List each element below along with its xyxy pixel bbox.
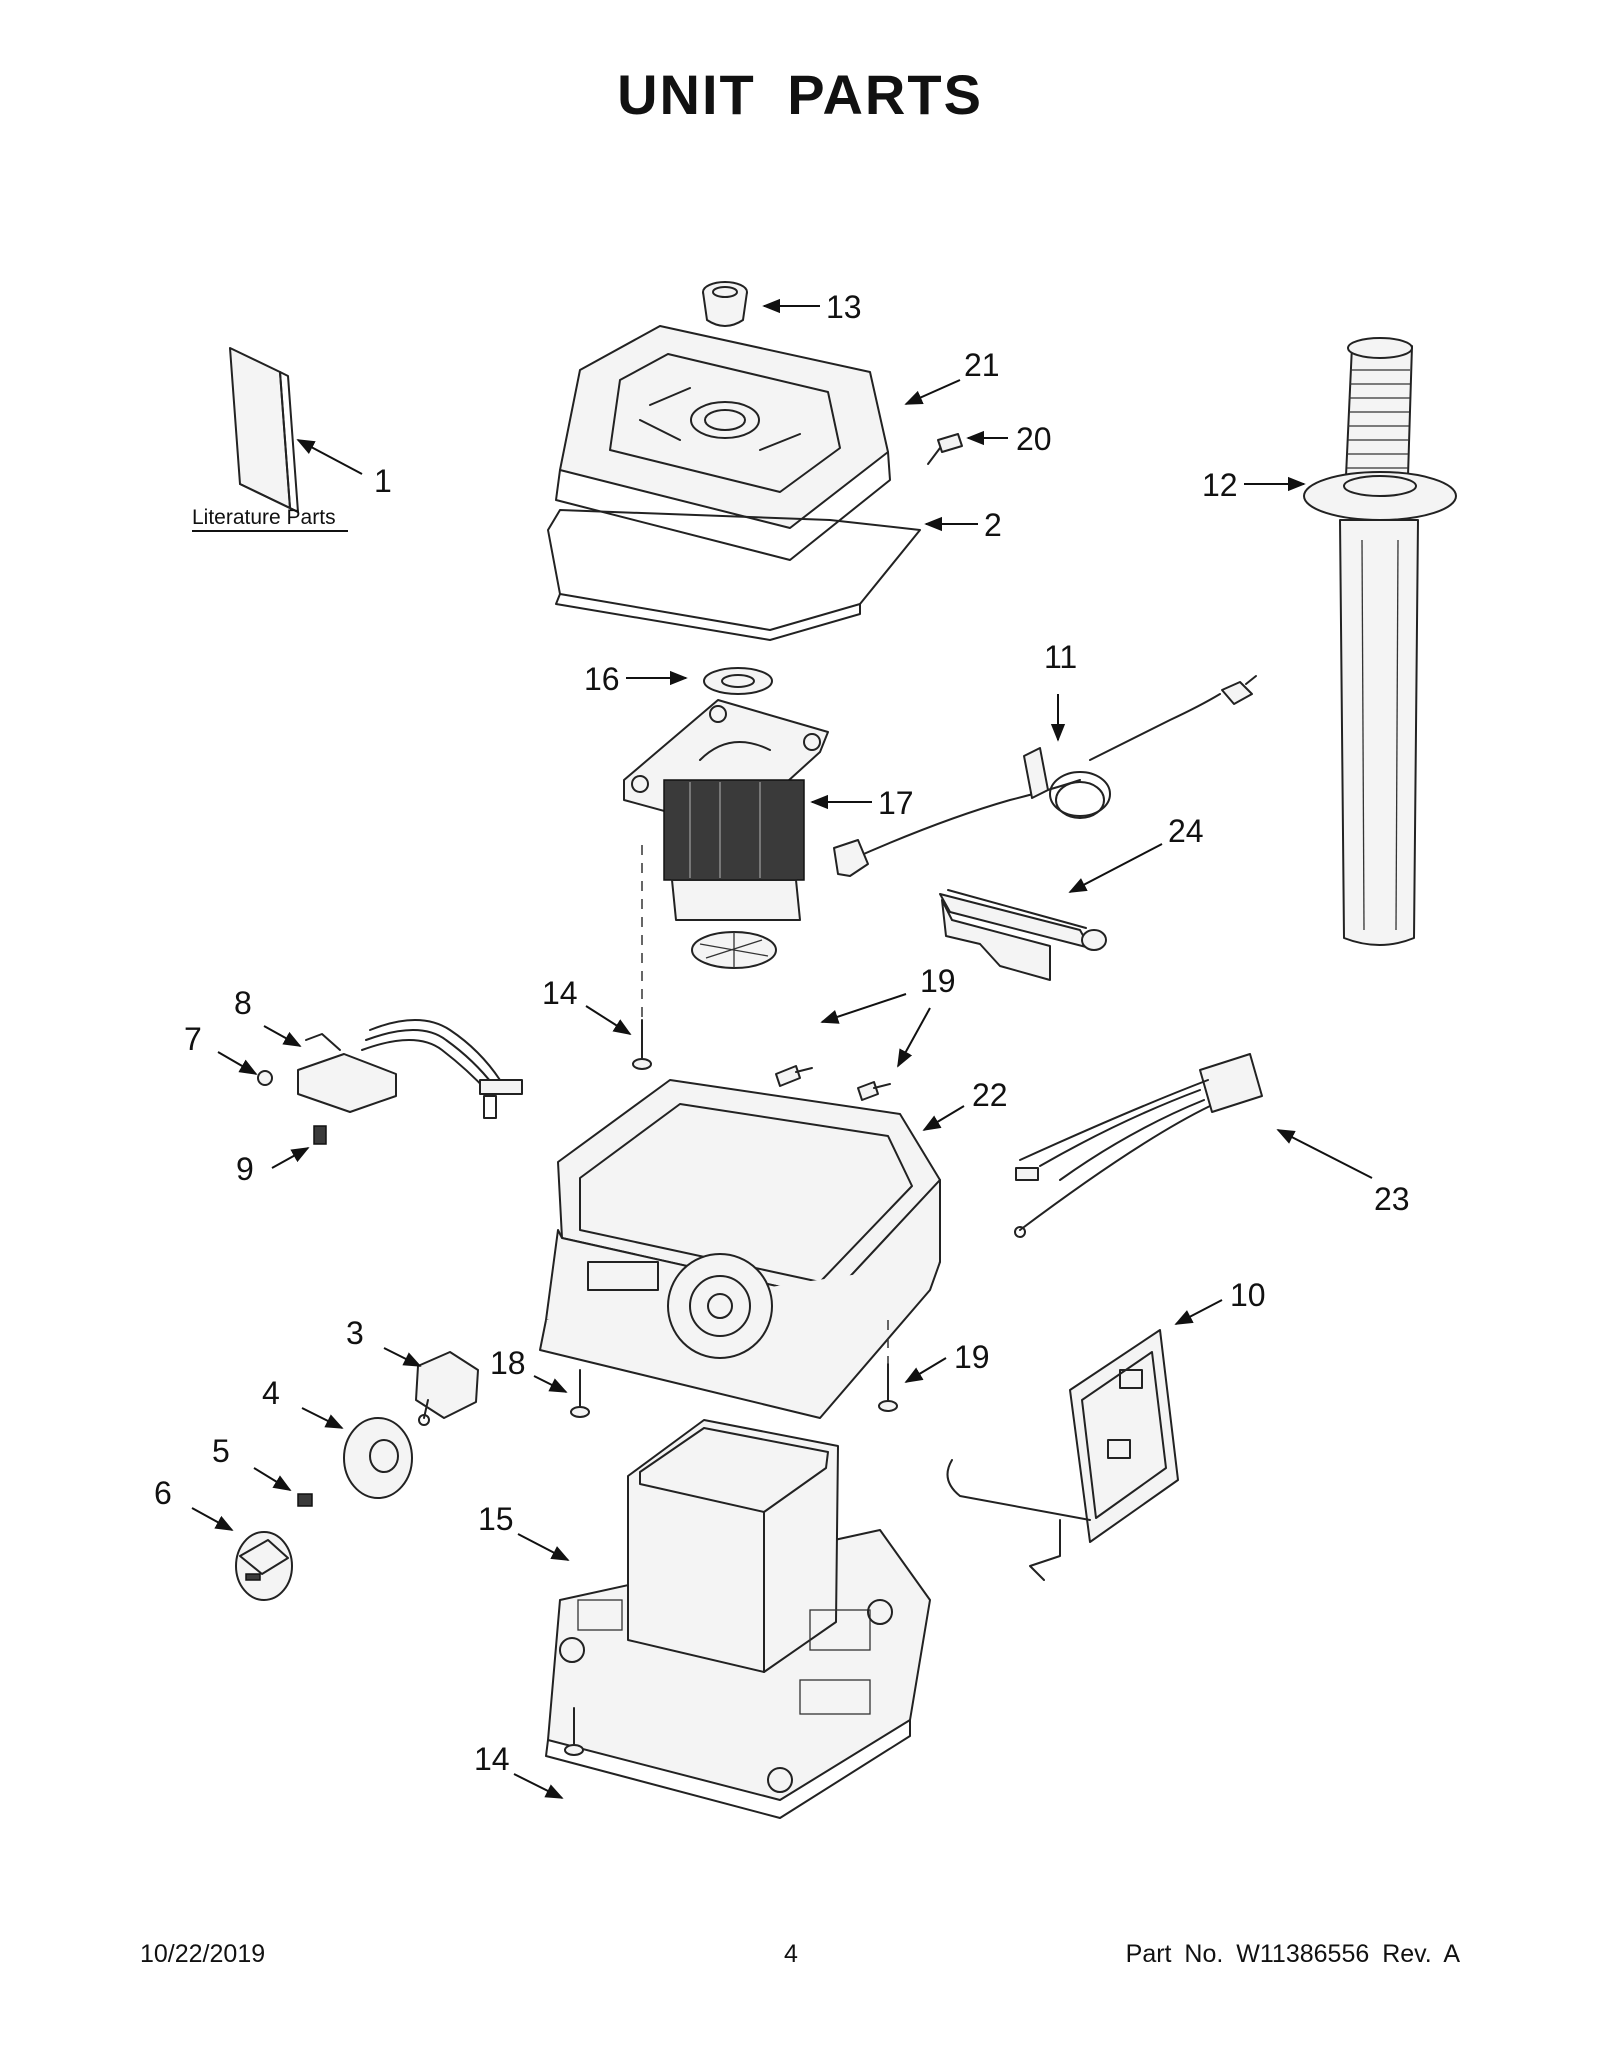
- part-7-nut: [257, 1070, 273, 1086]
- callout-22: 22: [972, 1077, 1008, 1113]
- callout-3: 3: [346, 1315, 364, 1351]
- callout-13: 13: [826, 289, 862, 325]
- footer-page-number: 4: [784, 1940, 798, 1968]
- callout-15: 15: [478, 1501, 514, 1537]
- callout-16: 16: [584, 661, 620, 697]
- callout-2: 2: [984, 507, 1002, 543]
- part-12-tamper: [1303, 337, 1457, 946]
- part-17-motor: [623, 699, 829, 969]
- callout-11: 11: [1044, 639, 1077, 675]
- part-19-screws-upper: [775, 1065, 891, 1101]
- part-8-switch-harness: [297, 1019, 523, 1119]
- part-14-screw-lower: [564, 1707, 584, 1756]
- part-2-gasket: [547, 509, 921, 641]
- part-14-screw-upper: [632, 1019, 652, 1070]
- part-15-base-plate: [545, 1419, 931, 1819]
- callout-6: 6: [154, 1475, 172, 1511]
- part-10-control-board: [946, 1329, 1179, 1581]
- callout-17: 17: [878, 785, 914, 821]
- part-13-coupler: [702, 281, 748, 327]
- callout-23: 23: [1374, 1181, 1410, 1217]
- callout-18: 18: [490, 1345, 526, 1381]
- callout-9: 9: [236, 1151, 254, 1187]
- part-23-wire-harness: [1014, 1053, 1263, 1238]
- callout-21: 21: [964, 347, 1000, 383]
- part-20-screw: [927, 433, 963, 465]
- footer-part-number: Part No. W11386556 Rev. A: [1125, 1940, 1460, 1968]
- callout-14b: 14: [474, 1741, 510, 1777]
- page-title: UNIT PARTS: [617, 63, 983, 126]
- part-6-knob: [235, 1531, 293, 1601]
- part-22-base-housing: [539, 1079, 941, 1419]
- part-18-screw: [570, 1369, 590, 1418]
- callout-12: 12: [1202, 467, 1238, 503]
- callout-7: 7: [184, 1021, 202, 1057]
- callout-1: 1: [374, 463, 392, 499]
- callout-24: 24: [1168, 813, 1204, 849]
- callout-19a: 19: [920, 963, 956, 999]
- part-21-top-housing: [555, 325, 891, 561]
- part-9-screw: [313, 1125, 327, 1145]
- part-3-potentiometer: [415, 1351, 479, 1426]
- part-5-screw: [297, 1493, 313, 1507]
- callout-14a: 14: [542, 975, 578, 1011]
- callout-20: 20: [1016, 421, 1052, 457]
- leader-arrows: [191, 298, 1373, 1799]
- callout-4: 4: [262, 1375, 280, 1411]
- part-11-power-cord: [833, 675, 1257, 877]
- callout-8: 8: [234, 985, 252, 1021]
- callout-10: 10: [1230, 1277, 1266, 1313]
- part-24-bracket: [939, 889, 1107, 981]
- part-4-dial-ring: [343, 1417, 413, 1499]
- callout-5: 5: [212, 1433, 230, 1469]
- callout-labels: 1 2 3 4 5 6 7 8 9 10 11 12 13 14 14 15 1…: [154, 289, 1410, 1777]
- part-16-washer: [703, 667, 773, 695]
- footer-date: 10/22/2019: [140, 1940, 266, 1968]
- part-1-literature: [229, 347, 299, 513]
- literature-parts-label: Literature Parts: [192, 506, 336, 529]
- part-19-screw-lower: [878, 1363, 898, 1412]
- callout-19b: 19: [954, 1339, 990, 1375]
